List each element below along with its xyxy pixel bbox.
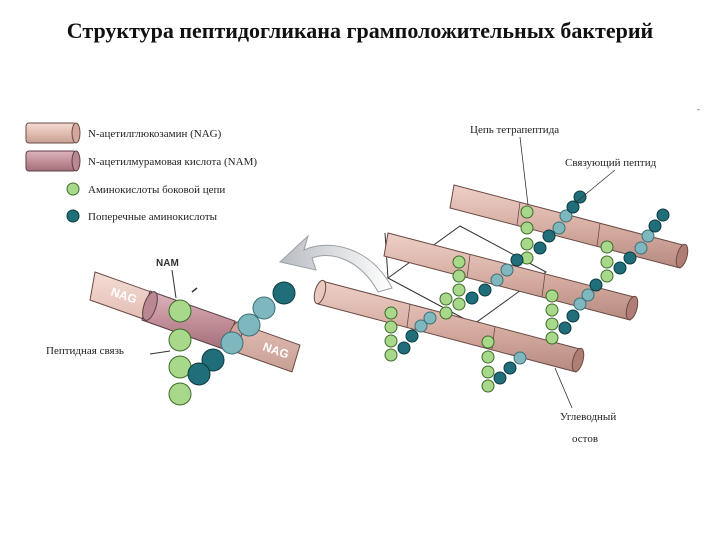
curved-arrow [278,234,393,293]
stem-lower [481,335,527,393]
lattice-rods [313,184,689,373]
enlarged-nam-tag: NAM [156,258,179,269]
svg-text:-: - [697,104,700,114]
legend-label-nag: N-ацетилглюкозамин (NAG) [88,128,222,140]
legend-label-side: Аминокислоты боковой цепи [88,184,225,196]
label-backbone-1: Углеводный [560,411,616,423]
legend-item-cross: Поперечные аминокислоты [66,209,218,223]
legend-item-nam: N-ацетилмурамовая кислота (NAM) [25,150,257,172]
stem-upper [520,190,587,265]
stem-right-upper [600,208,670,283]
legend: N-ацетилглюкозамин (NAG) N-ацетилмурамов… [25,122,257,223]
stem-middle [439,253,524,320]
enlarged-cross-bridge [187,281,296,386]
rod-2 [383,232,639,321]
label-tetrapeptide: Цепь тетрапептида [470,124,559,136]
stem-middle-right [545,278,603,345]
label-peptide-bond: Пептидная связь [46,345,124,357]
label-linker: Связующий пептид [565,157,657,169]
stem-lower-left [384,306,437,362]
enlarged-chain: NAG NAG NAM [89,258,301,406]
legend-label-cross: Поперечные аминокислоты [88,211,218,223]
enlarged-side-chain [168,299,192,406]
rod-1 [449,184,689,269]
label-backbone-2: остов [572,433,598,445]
page-title: Структура пептидогликана грамположительн… [66,18,654,43]
rod-3 [313,279,585,373]
legend-label-nam: N-ацетилмурамовая кислота (NAM) [88,156,257,168]
lattice-peptides [384,190,670,393]
legend-item-side: Аминокислоты боковой цепи [66,182,225,196]
legend-item-nag: N-ацетилглюкозамин (NAG) [25,122,222,144]
